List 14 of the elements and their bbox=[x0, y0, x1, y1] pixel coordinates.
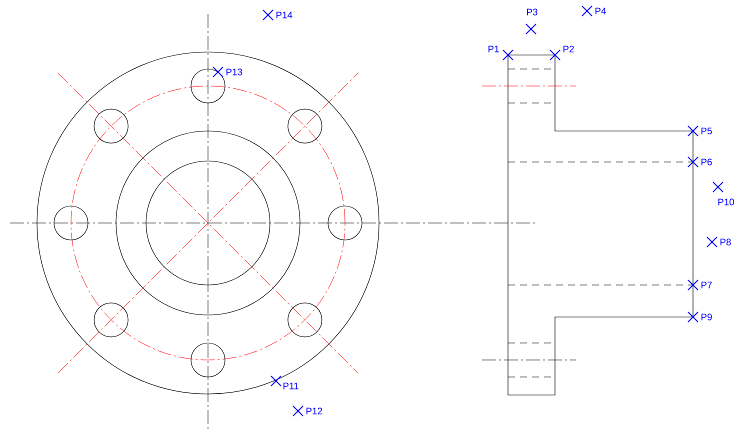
point-label: P5 bbox=[701, 128, 712, 134]
point-label: P2 bbox=[563, 46, 574, 52]
point-label: P4 bbox=[595, 8, 606, 14]
point-label: P10 bbox=[718, 198, 734, 206]
point-label: P6 bbox=[701, 158, 712, 166]
point-label: P8 bbox=[720, 238, 731, 246]
point-label: P3 bbox=[527, 8, 538, 16]
point-label: P9 bbox=[701, 314, 712, 320]
point-label: P7 bbox=[701, 282, 712, 288]
point-label: P13 bbox=[226, 68, 242, 76]
point-label: P1 bbox=[488, 46, 499, 52]
point-label: P14 bbox=[276, 12, 292, 18]
point-label: P12 bbox=[306, 408, 322, 414]
point-label: P11 bbox=[283, 382, 298, 390]
